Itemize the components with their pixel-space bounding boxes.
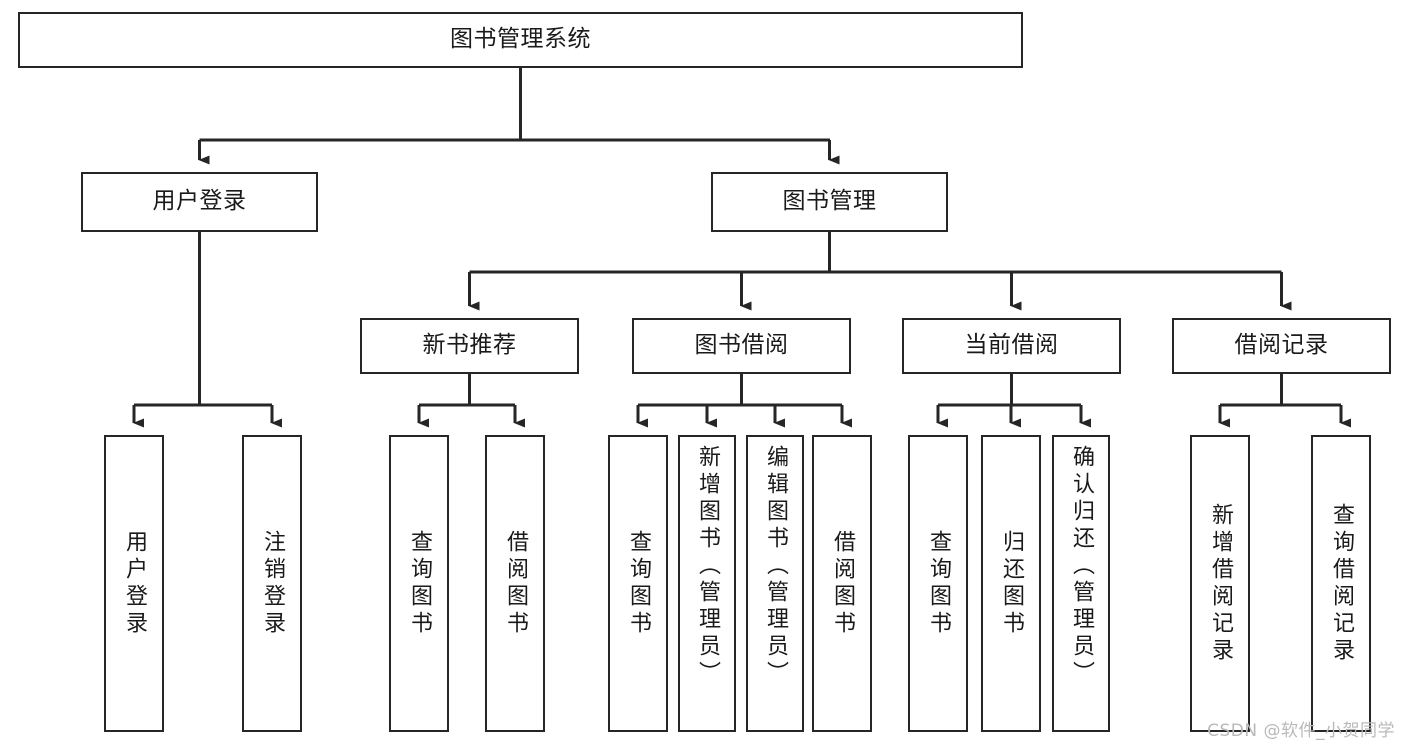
- node-leaf-query-book-rec[interactable]: 查询图书: [389, 435, 449, 732]
- edge-userlogin-to-leaves: [132, 232, 282, 428]
- node-leaf-borrow-book[interactable]: 借阅图书: [812, 435, 872, 732]
- node-leaf-query-book-cur[interactable]: 查询图书: [908, 435, 968, 732]
- node-label: 查询图书: [407, 529, 432, 638]
- node-label: 借阅图书: [503, 529, 528, 638]
- node-label: 新书推荐: [422, 332, 517, 359]
- node-book-borrow[interactable]: 图书借阅: [632, 318, 851, 374]
- node-label: 查询借阅记录: [1329, 502, 1354, 665]
- watermark-text: CSDN @软件_小贺同学: [1207, 721, 1395, 741]
- node-label: 借阅记录: [1234, 332, 1329, 359]
- node-label: 查询图书: [926, 529, 951, 638]
- edge-bookborrow-to-leaves: [636, 374, 852, 428]
- node-label: 查询图书: [626, 529, 651, 638]
- node-label: 借阅图书: [830, 529, 855, 638]
- node-leaf-query-record[interactable]: 查询借阅记录: [1311, 435, 1371, 732]
- node-book-manage[interactable]: 图书管理: [711, 172, 948, 232]
- edge-newbookrec-to-leaves: [417, 374, 525, 428]
- node-new-book-rec[interactable]: 新书推荐: [360, 318, 579, 374]
- node-leaf-borrow-book-rec[interactable]: 借阅图书: [485, 435, 545, 732]
- node-label: 当前借阅: [964, 332, 1059, 359]
- node-user-login[interactable]: 用户登录: [81, 172, 318, 232]
- node-leaf-add-book[interactable]: 新增图书（管理员）: [678, 435, 736, 732]
- node-leaf-user-login[interactable]: 用户登录: [104, 435, 164, 732]
- node-leaf-query-book-borrow[interactable]: 查询图书: [608, 435, 668, 732]
- node-label: 图书借阅: [694, 332, 789, 359]
- node-label: 用户登录: [122, 529, 147, 638]
- edge-currentborrow-to-leaves: [936, 374, 1091, 428]
- node-label: 图书管理: [782, 188, 877, 215]
- node-label: 编辑图书（管理员）: [763, 445, 788, 688]
- node-leaf-confirm-return[interactable]: 确认归还（管理员）: [1052, 435, 1110, 732]
- node-label: 图书管理系统: [450, 26, 591, 53]
- node-borrow-record[interactable]: 借阅记录: [1172, 318, 1391, 374]
- edge-borrowrecord-to-leaves: [1218, 374, 1351, 428]
- node-current-borrow[interactable]: 当前借阅: [902, 318, 1121, 374]
- node-leaf-add-record[interactable]: 新增借阅记录: [1190, 435, 1250, 732]
- node-label: 新增借阅记录: [1208, 502, 1233, 665]
- node-label: 确认归还（管理员）: [1069, 445, 1094, 688]
- edge-root-to-level2: [198, 68, 840, 165]
- node-leaf-edit-book[interactable]: 编辑图书（管理员）: [746, 435, 804, 732]
- node-leaf-return-book[interactable]: 归还图书: [981, 435, 1041, 732]
- node-label: 归还图书: [999, 529, 1024, 638]
- node-label: 注销登录: [260, 529, 285, 638]
- node-label: 用户登录: [152, 188, 247, 215]
- node-root-system[interactable]: 图书管理系统: [18, 12, 1023, 68]
- edge-bookmanage-to-level3: [468, 232, 1292, 311]
- node-leaf-logout[interactable]: 注销登录: [242, 435, 302, 732]
- node-label: 新增图书（管理员）: [695, 445, 720, 688]
